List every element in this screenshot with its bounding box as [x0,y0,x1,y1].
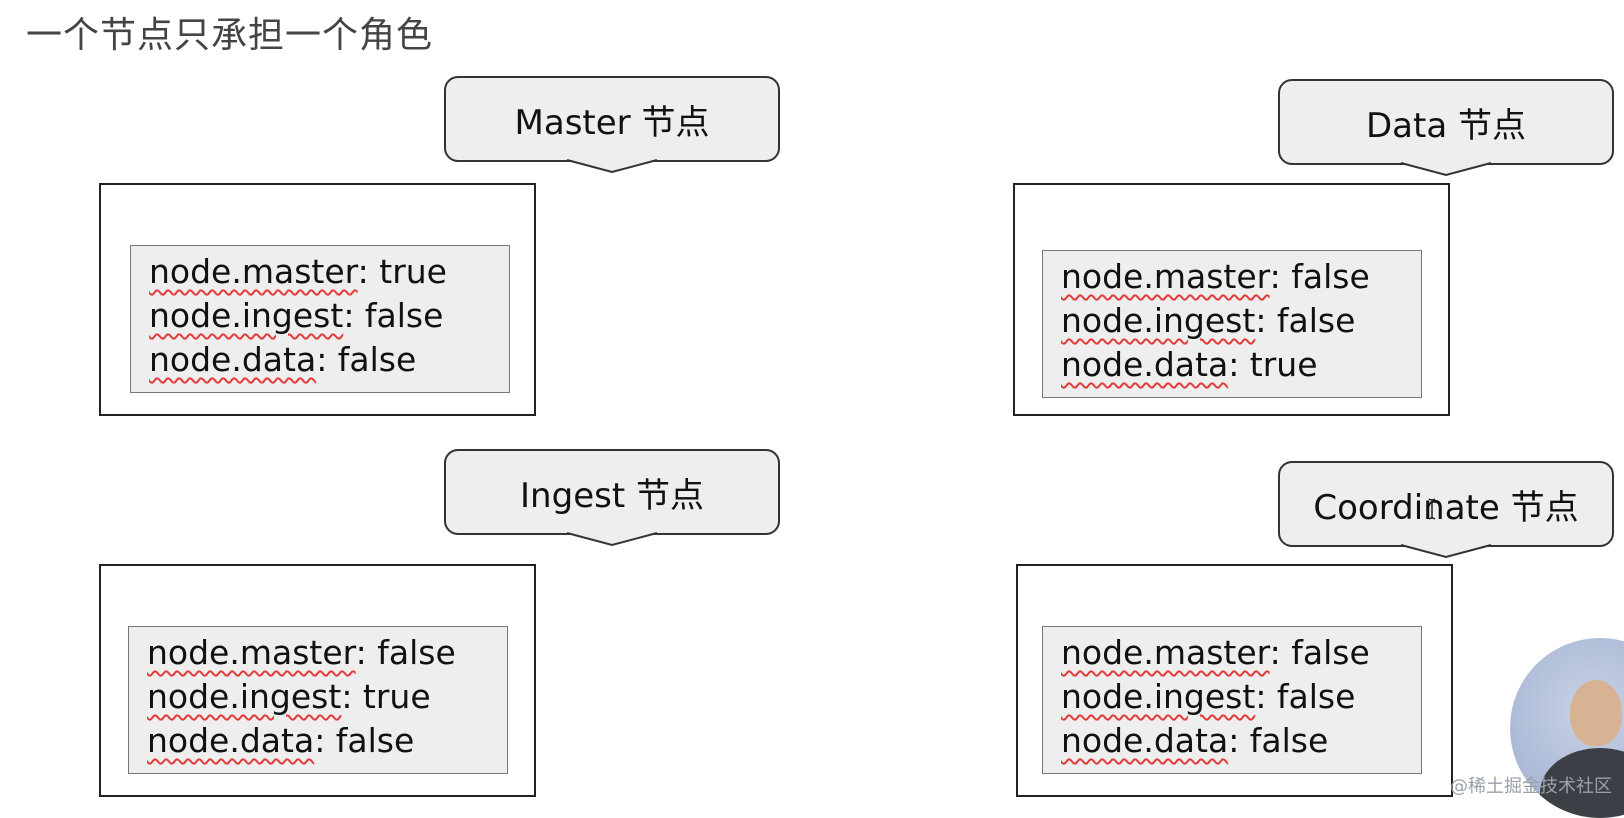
config-key: node.ingest [1061,301,1256,340]
config-key: node.ingest [1061,677,1256,716]
callout-ingest: Ingest 节点 [444,449,780,547]
callout-master: Master 节点 [444,76,780,174]
config-key: node.data [1061,721,1229,760]
config-line: node.data: false [1061,719,1421,763]
config-line: node.master: false [147,631,507,675]
config-line: node.master: false [1061,255,1421,299]
config-key: node.master [1061,633,1270,672]
config-value: : true [341,677,431,716]
config-key: node.ingest [149,296,344,335]
watermark: @稀土掘金技术社区 [1450,776,1612,797]
config-line: node.master: false [1061,631,1421,675]
config-value: : false [1255,677,1356,716]
config-line: node.data: true [1061,343,1421,387]
config-line: node.ingest: false [1061,299,1421,343]
config-key: node.data [149,340,317,379]
config-key: node.data [147,721,315,760]
callout-data: Data 节点 [1278,79,1614,177]
config-key: node.master [149,252,358,291]
config-value: : false [1269,257,1370,296]
config-line: node.data: false [149,338,509,382]
text-cursor-icon [1428,498,1436,520]
callout-label: Coordinate 节点 [1313,487,1579,528]
callout-tail [1400,544,1492,559]
config-value: : true [357,252,447,291]
config-ingest: node.master: false node.ingest: true nod… [128,626,508,774]
config-value: : false [343,296,444,335]
config-line: node.data: false [147,719,507,763]
config-key: node.master [147,633,356,672]
config-line: node.ingest: false [1061,675,1421,719]
config-line: node.ingest: true [147,675,507,719]
config-key: node.master [1061,257,1270,296]
config-value: : false [1228,721,1329,760]
config-value: : false [316,340,417,379]
config-coordinate: node.master: false node.ingest: false no… [1042,626,1422,774]
presenter-head [1570,680,1622,746]
config-value: : false [1255,301,1356,340]
config-line: node.master: true [149,250,509,294]
config-value: : true [1228,345,1318,384]
callout-label: Master 节点 [514,102,710,143]
callout-tail [566,159,658,174]
callout-coordinate: Coordinate 节点 [1278,461,1614,559]
slide-title: 一个节点只承担一个角色 [26,15,434,56]
config-key: node.data [1061,345,1229,384]
callout-tail [566,532,658,547]
callout-label: Data 节点 [1366,105,1526,146]
config-key: node.ingest [147,677,342,716]
config-line: node.ingest: false [149,294,509,338]
config-value: : false [355,633,456,672]
callout-tail [1400,162,1492,177]
config-value: : false [314,721,415,760]
config-master: node.master: true node.ingest: false nod… [130,245,510,393]
callout-label: Ingest 节点 [520,475,704,516]
config-data: node.master: false node.ingest: false no… [1042,250,1422,398]
config-value: : false [1269,633,1370,672]
